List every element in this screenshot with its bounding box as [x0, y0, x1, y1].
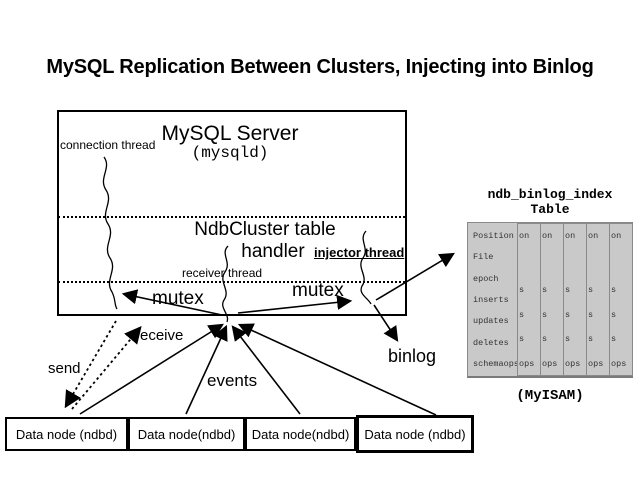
- data-node-2: Data node(ndbd): [128, 417, 245, 451]
- receiver-thread-label: receiver thread: [182, 266, 263, 280]
- server-divider-bottom: [58, 281, 405, 283]
- strip-cell: s: [519, 284, 525, 295]
- mysql-server-box: [57, 110, 407, 316]
- strip-cell: s: [542, 334, 548, 345]
- strip-cell: s: [611, 334, 617, 345]
- binlog-index-record-strip: on s s s ops: [563, 223, 587, 376]
- binlog-index-record-strip: on s s s ops: [540, 223, 564, 376]
- strip-cell: ops: [542, 358, 558, 369]
- field-schemaops: schemaops: [473, 358, 519, 369]
- field-deletes: deletes: [473, 337, 509, 348]
- binlog-index-title-line1: ndb_binlog_index: [487, 187, 613, 202]
- receive-label: receive: [135, 327, 184, 344]
- strip-cell: s: [588, 334, 594, 345]
- strip-cell: s: [588, 309, 594, 320]
- receive-arrow: [71, 326, 142, 410]
- server-name-label: MySQL Server: [161, 122, 299, 145]
- server-process-label: (mysqld): [191, 144, 269, 162]
- data-node-4-label: Data node (ndbd): [364, 426, 466, 442]
- strip-cell: s: [565, 334, 571, 345]
- strip-cell: s: [542, 309, 548, 320]
- binlog-index-title-line2: Table: [530, 202, 570, 217]
- field-inserts: inserts: [473, 294, 509, 305]
- field-file: File: [473, 252, 494, 263]
- mutex-left-label: mutex: [152, 288, 204, 309]
- ndbcluster-handler-line2: handler: [241, 241, 305, 262]
- strip-cell: ops: [611, 358, 627, 369]
- strip-cell: s: [519, 334, 525, 345]
- mutex-right-label: mutex: [292, 280, 344, 301]
- server-divider-top: [58, 216, 405, 218]
- data-node-4: Data node (ndbd): [356, 415, 474, 453]
- strip-cell: on: [542, 231, 553, 241]
- field-epoch: epoch: [473, 273, 499, 284]
- connection-thread-label: connection thread: [60, 138, 156, 152]
- strip-cell: s: [588, 284, 594, 295]
- events-label: events: [207, 371, 258, 390]
- strip-cell: ops: [519, 358, 535, 369]
- strip-cell: s: [611, 309, 617, 320]
- strip-cell: s: [565, 284, 571, 295]
- data-node-2-label: Data node(ndbd): [137, 426, 236, 442]
- binlog-index-record-strip: on s s s ops: [609, 223, 633, 376]
- strip-cell: s: [542, 284, 548, 295]
- binlog-index-title: ndb_binlog_index Table: [460, 187, 640, 217]
- data-node-3: Data node(ndbd): [245, 417, 356, 451]
- strip-cell: on: [611, 231, 622, 241]
- strip-cell: s: [611, 284, 617, 295]
- binlog-index-field-column: Position File epoch inserts updates dele…: [473, 231, 521, 369]
- strip-cell: on: [565, 231, 576, 241]
- binlog-index-record-strip: on s s s ops: [586, 223, 610, 376]
- field-position: Position: [473, 231, 514, 241]
- strip-cell: s: [519, 309, 525, 320]
- binlog-label: binlog: [388, 346, 437, 366]
- events-arrow-node4: [237, 323, 437, 416]
- data-node-1-label: Data node (ndbd): [15, 426, 118, 442]
- strip-cell: s: [565, 309, 571, 320]
- strip-cell: ops: [565, 358, 581, 369]
- data-node-1: Data node (ndbd): [5, 417, 128, 451]
- binlog-index-record-strip: on s s s ops: [517, 223, 541, 376]
- page-title: MySQL Replication Between Clusters, Inje…: [46, 56, 594, 78]
- send-label: send: [48, 360, 81, 377]
- strip-cell: on: [588, 231, 599, 241]
- ndbcluster-handler-line1: NdbCluster table: [194, 219, 336, 240]
- strip-cell: ops: [588, 358, 604, 369]
- injector-thread-label: injector thread: [314, 245, 405, 260]
- strip-cell: on: [519, 231, 530, 241]
- binlog-index-engine-label: (MyISAM): [516, 388, 584, 404]
- data-node-3-label: Data node(ndbd): [251, 426, 350, 442]
- field-updates: updates: [473, 316, 509, 327]
